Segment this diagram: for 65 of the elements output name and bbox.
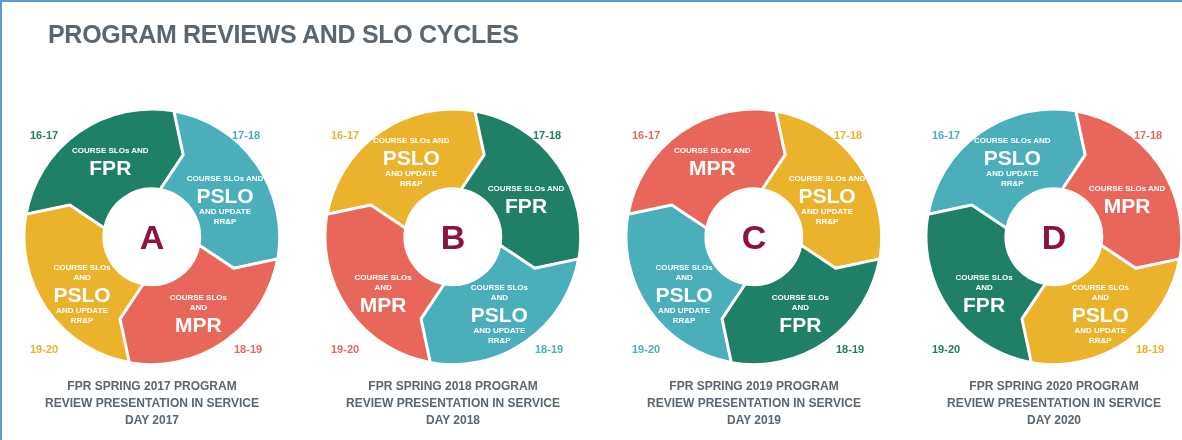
segment-heading: FPR [505, 193, 548, 217]
year-label: 17-18 [533, 129, 562, 141]
segment-text: COURSE SLOs AND [955, 272, 1014, 293]
year-label: 18-19 [535, 343, 564, 355]
segment-text: COURSE SLOs AND [169, 292, 228, 313]
segment-heading: PSLO [655, 282, 713, 306]
segment-heading: MPR [688, 155, 736, 179]
year-label: 16-17 [632, 129, 661, 141]
cycle-caption: FPR SPRING 2018 PROGRAM REVIEW PRESENTATION IN SERVICE DAY 2018 [345, 378, 561, 429]
segment-text: COURSE SLOs AND [974, 135, 1051, 146]
segment-text: COURSE SLOs AND [788, 173, 866, 184]
segment-text: COURSE SLOs AND [1088, 183, 1166, 194]
year-label: 17-18 [834, 129, 863, 141]
segment-heading: PSLO [53, 282, 111, 306]
segment-heading: MPR [175, 312, 222, 336]
segment-text: COURSE SLOs AND [53, 262, 112, 283]
year-label: 17-18 [232, 129, 261, 141]
segment-text: AND UPDATE RR&P [55, 305, 109, 326]
year-label: 18-19 [1136, 343, 1165, 355]
year-label: 19-20 [932, 343, 961, 355]
segment-text: AND UPDATE RR&P [384, 168, 439, 189]
segment-text: COURSE SLOs AND [373, 135, 450, 146]
segment-heading: PSLO [196, 183, 254, 207]
year-label: 17-18 [1134, 129, 1163, 141]
year-label: 16-17 [30, 129, 59, 141]
segment-text: COURSE SLOs AND [1071, 282, 1130, 303]
segment-text: AND UPDATE RR&P [985, 168, 1040, 189]
segment-heading: MPR [359, 292, 407, 316]
segment-heading: PSLO [1071, 302, 1129, 326]
cycle-caption: FPR SPRING 2019 PROGRAM REVIEW PRESENTATION IN SERVICE DAY 2019 [646, 378, 862, 429]
segment-heading: FPR [89, 155, 132, 179]
segment-heading: FPR [779, 312, 822, 336]
segment-text: COURSE SLOs AND [487, 183, 565, 194]
year-label: 18-19 [234, 343, 263, 355]
segment-text: AND UPDATE RR&P [657, 305, 711, 326]
segment-text: AND UPDATE RR&P [198, 206, 252, 227]
cycle-letter: C [741, 217, 767, 257]
cycle-caption: FPR SPRING 2017 PROGRAM REVIEW PRESENTATION IN SERVICE DAY 2017 [44, 378, 260, 429]
cycle-letter: D [1041, 217, 1067, 257]
segment-text: COURSE SLOs AND [674, 145, 751, 156]
cycle-letter: A [139, 217, 165, 257]
segment-text: COURSE SLOs AND [470, 282, 529, 303]
segment-heading: PSLO [983, 145, 1041, 169]
cycle-caption: FPR SPRING 2020 PROGRAM REVIEW PRESENTATION IN SERVICE DAY 2020 [946, 378, 1162, 429]
segment-text: COURSE SLOs AND [354, 272, 413, 293]
segment-text: AND UPDATE RR&P [1073, 325, 1128, 346]
year-label: 18-19 [836, 343, 865, 355]
segment-text: COURSE SLOs AND [72, 145, 149, 156]
segment-heading: PSLO [470, 302, 528, 326]
segment-text: COURSE SLOs AND [186, 173, 264, 184]
year-label: 19-20 [331, 343, 360, 355]
segment-text: AND UPDATE RR&P [800, 206, 854, 227]
segment-heading: MPR [1103, 193, 1151, 217]
year-label: 19-20 [30, 343, 59, 355]
cycle-letter: B [440, 217, 466, 257]
year-label: 19-20 [632, 343, 661, 355]
year-label: 16-17 [331, 129, 360, 141]
segment-text: AND UPDATE RR&P [472, 325, 527, 346]
year-label: 16-17 [932, 129, 961, 141]
segment-text: COURSE SLOs AND [655, 262, 714, 283]
segment-text: COURSE SLOs AND [771, 292, 830, 313]
segment-heading: PSLO [382, 145, 440, 169]
segment-heading: FPR [963, 292, 1006, 316]
title: PROGRAM REVIEWS AND SLO CYCLES [48, 20, 519, 49]
segment-heading: PSLO [798, 183, 856, 207]
